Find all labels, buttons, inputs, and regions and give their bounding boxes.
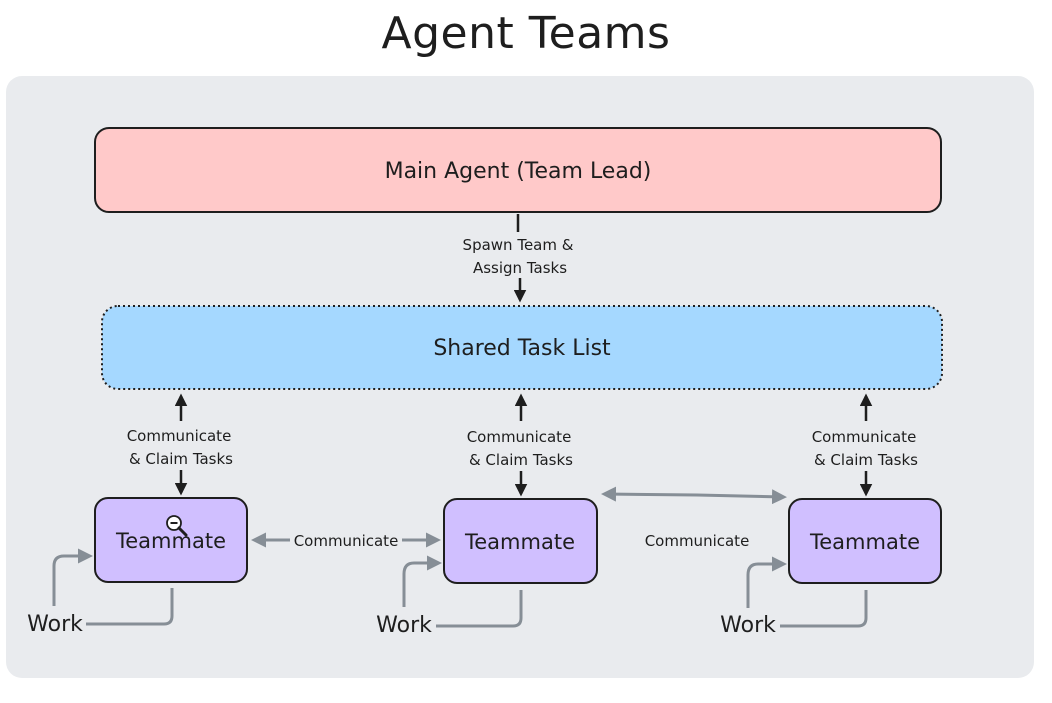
- teammate-3-label: Teammate: [809, 530, 920, 554]
- claim-3-label-line2: & Claim Tasks: [814, 451, 918, 469]
- main-agent-node[interactable]: Main Agent (Team Lead): [94, 127, 942, 213]
- spawn-edge: Spawn Team & Assign Tasks: [463, 214, 574, 303]
- work-loop-2: Work: [376, 555, 523, 638]
- work-1-label: Work: [27, 612, 83, 637]
- work-loop-1: Work: [27, 548, 174, 637]
- work-loop-3: Work: [720, 556, 868, 638]
- claim-2-label-line1: Communicate: [467, 428, 572, 446]
- communicate-edge-12: Communicate: [251, 532, 441, 550]
- claim-1-label-line2: & Claim Tasks: [129, 450, 233, 468]
- zoom-out-cursor-icon: [166, 515, 188, 537]
- teammate-node-2[interactable]: Teammate: [443, 498, 598, 584]
- shared-task-list-label: Shared Task List: [433, 336, 611, 361]
- work-3-label: Work: [720, 613, 776, 638]
- communicate-edge-23: Communicate: [601, 486, 787, 550]
- claim-edge-2: Communicate & Claim Tasks: [467, 393, 573, 497]
- spawn-label-line2: Assign Tasks: [473, 259, 567, 277]
- communicate-12-label: Communicate: [294, 532, 399, 550]
- shared-task-list-node[interactable]: Shared Task List: [101, 305, 943, 390]
- work-2-label: Work: [376, 613, 432, 638]
- main-agent-label: Main Agent (Team Lead): [385, 159, 652, 184]
- claim-edge-1: Communicate & Claim Tasks: [127, 393, 233, 496]
- spawn-label-line1: Spawn Team &: [463, 236, 574, 254]
- claim-1-label-line1: Communicate: [127, 427, 232, 445]
- communicate-23-label: Communicate: [645, 532, 750, 550]
- teammate-2-label: Teammate: [464, 530, 575, 554]
- teammate-1-label: Teammate: [115, 529, 226, 553]
- claim-3-label-line1: Communicate: [812, 428, 917, 446]
- teammate-node-3[interactable]: Teammate: [788, 498, 942, 584]
- diagram-title: Agent Teams: [381, 8, 671, 59]
- teammate-node-1[interactable]: Teammate: [94, 497, 248, 583]
- claim-2-label-line2: & Claim Tasks: [469, 451, 573, 469]
- claim-edge-3: Communicate & Claim Tasks: [812, 393, 918, 497]
